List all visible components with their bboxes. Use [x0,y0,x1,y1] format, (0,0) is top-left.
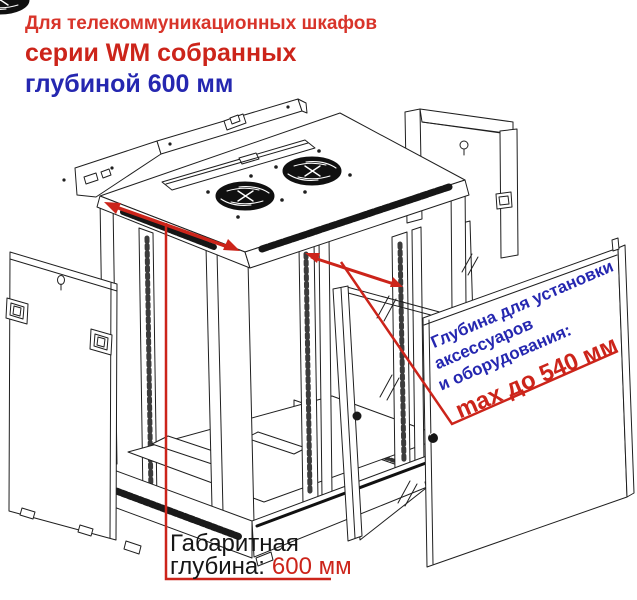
title-line-3: глубиной 600 мм [25,70,233,98]
door-lock-icon [352,411,362,421]
arrowhead-icon [104,202,121,214]
wall-bracket [62,98,308,198]
title-block: Для телекоммуникационных шкафов серии WM… [25,13,377,98]
title-line-2: серии WM собранных [25,39,296,67]
arrowhead-icon [305,253,320,263]
side-panel-left [5,251,118,541]
front-left-post [205,245,255,524]
title-line-1: Для телекоммуникационных шкафов [25,13,377,34]
note-leader-line [339,261,619,426]
vent-grille-left [120,209,217,250]
keyhole-icon [57,275,65,285]
fan-icon [0,0,30,15]
depth-label-prefix: глубина: [170,553,265,580]
arrowhead-icon [390,277,403,287]
arrowhead-icon [223,239,240,251]
panel-lock-icon [428,433,438,443]
depth-label-value: 600 мм [272,553,352,580]
keyhole-icon [459,140,469,150]
overall-depth-label: Габаритная глубина: 600 мм [170,530,352,580]
vent-grille-right [258,183,453,253]
fan-screws [206,149,352,219]
glass-reflection-marks [376,253,479,507]
depth-label-line-1: Габаритная [170,530,299,557]
dimension-annotations [104,202,619,581]
depth-extension-line [164,223,331,581]
depth-arrow [112,204,232,250]
door-handle-bar [332,285,363,542]
side-panel-right [422,237,635,568]
cabinet-body [0,0,470,567]
depth-label-line-2: глубина: 600 мм [170,553,352,580]
rail-depth-arrow [310,255,398,287]
